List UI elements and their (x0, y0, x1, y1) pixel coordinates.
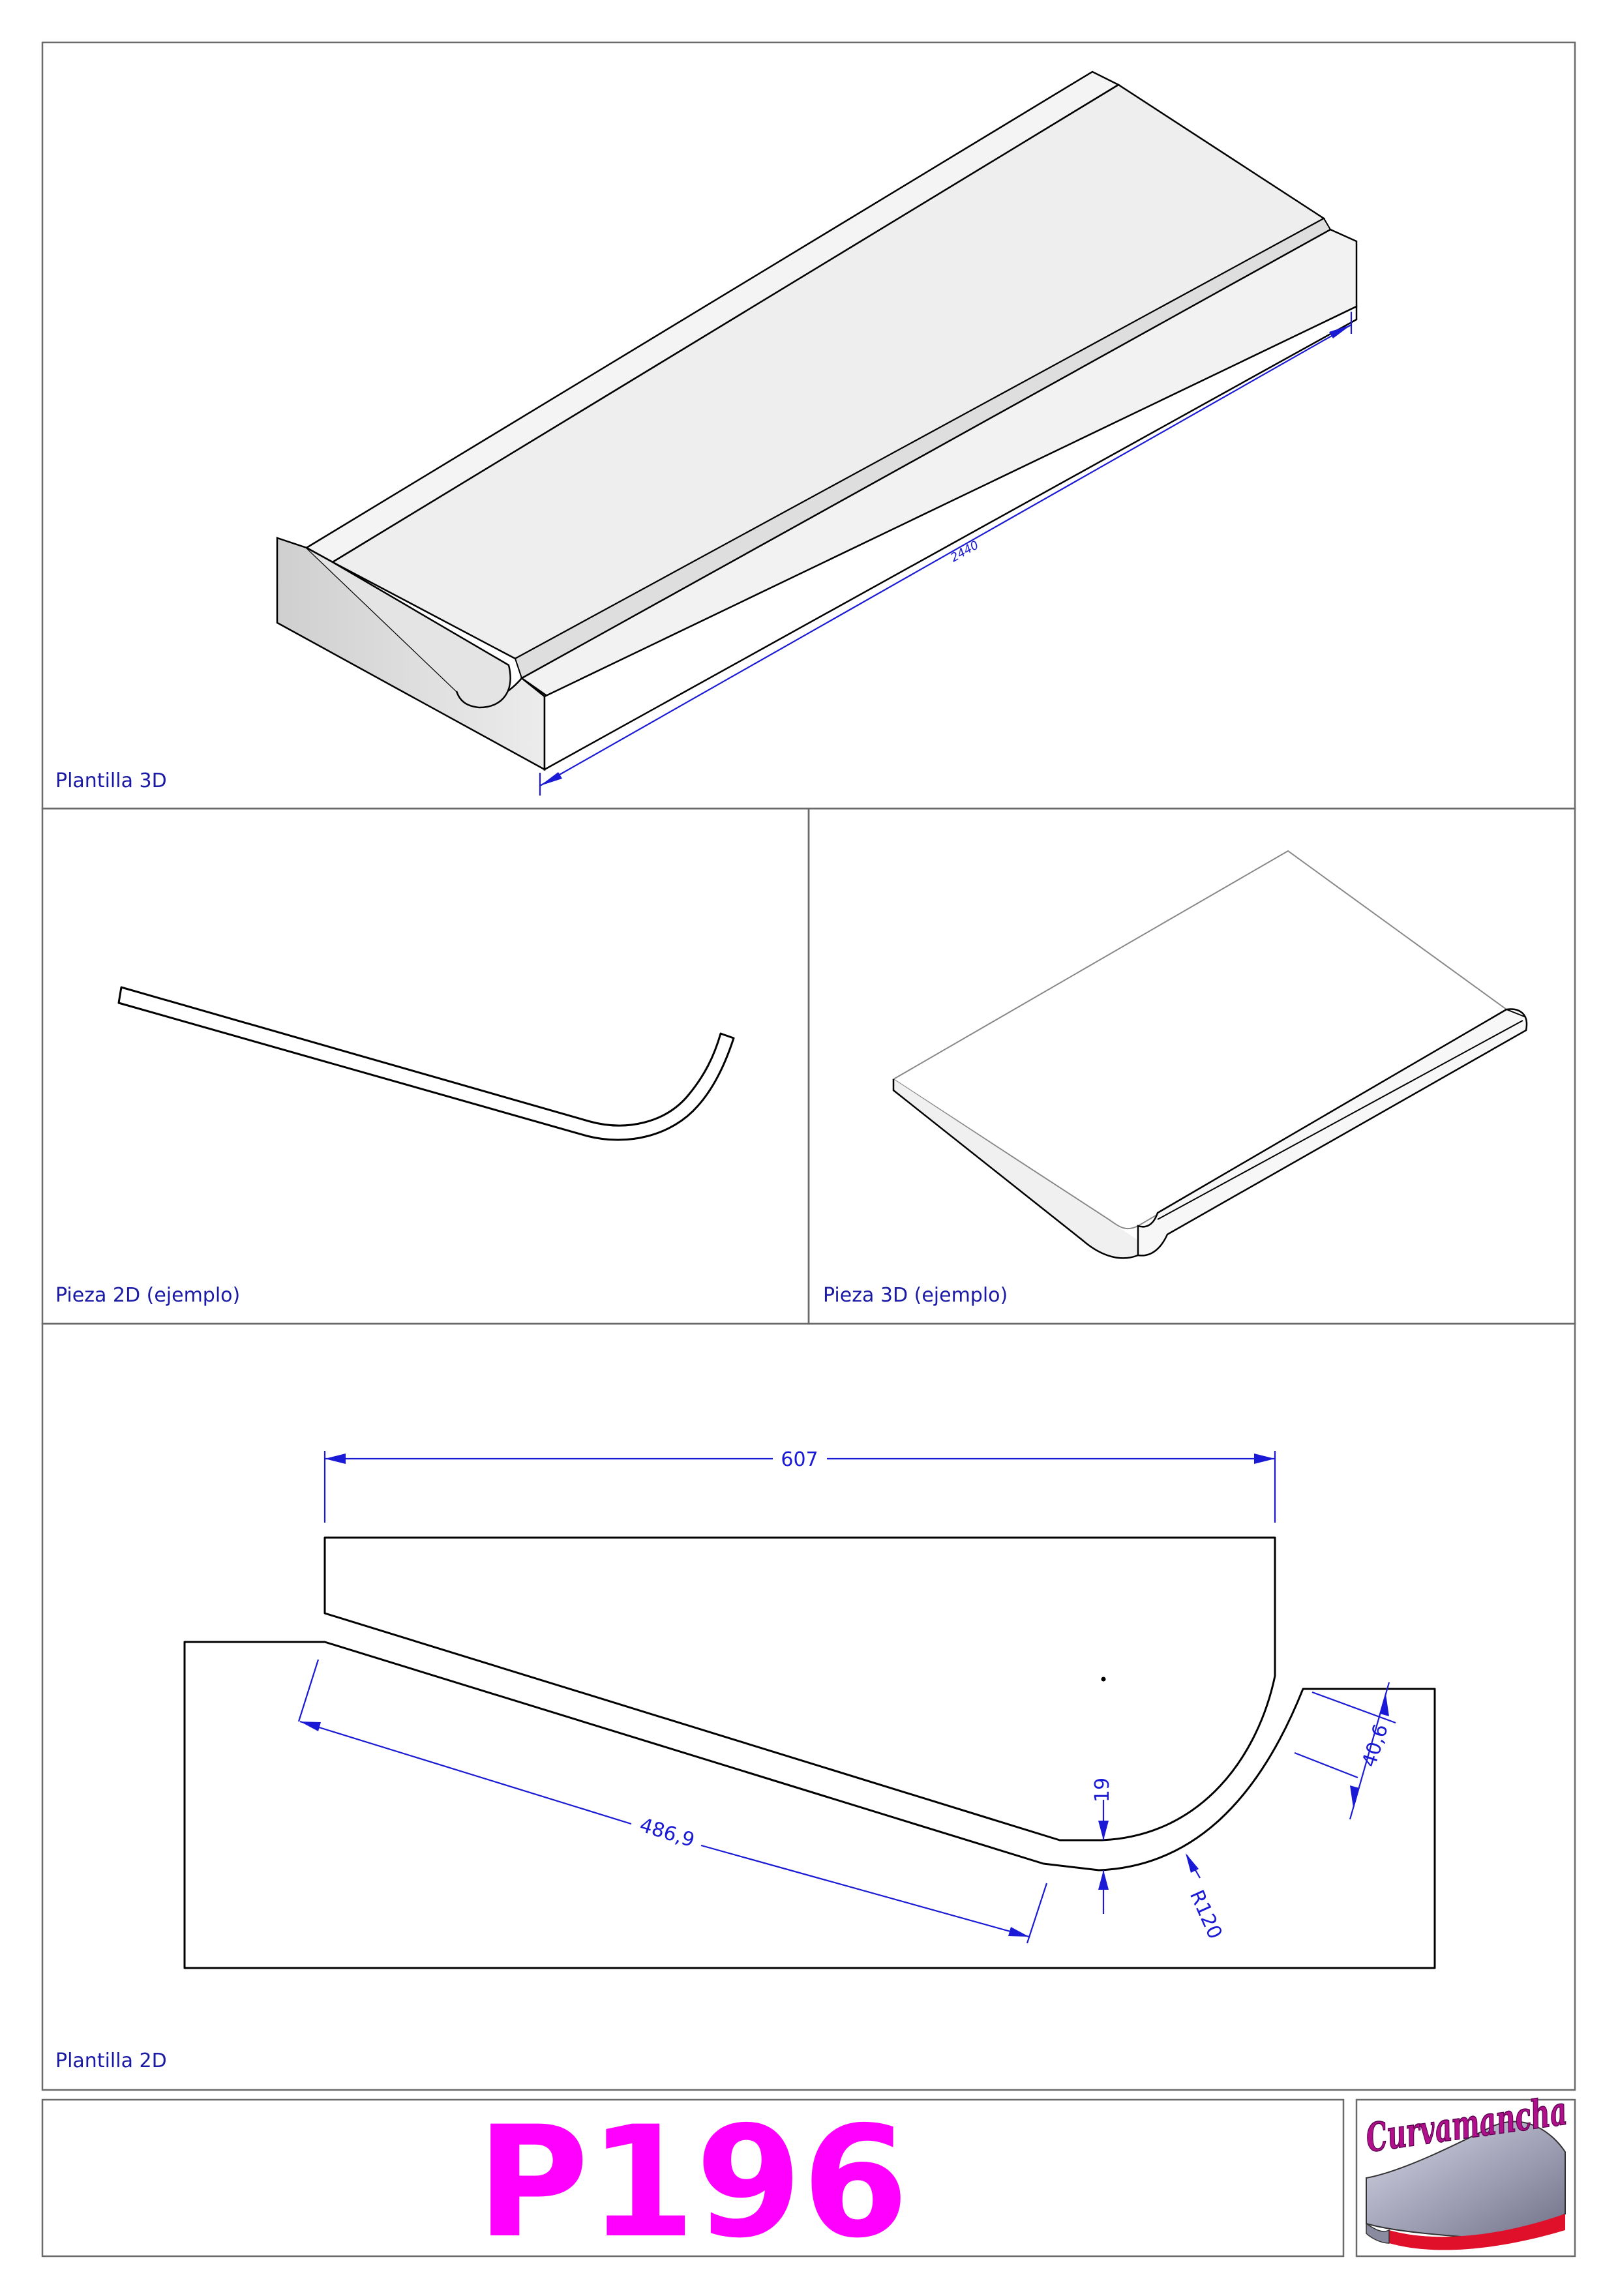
dim-width-607 (323, 1451, 1276, 1523)
dim-thickness-19 (1098, 1800, 1109, 1914)
template-3d-label: Plantilla 3D (55, 769, 167, 792)
dim-radius-r120 (1186, 1853, 1201, 1879)
dim-width-label: 607 (781, 1448, 818, 1471)
panel-frame-piece-2d (41, 807, 810, 1325)
piece-3d-drawing (892, 850, 1528, 1259)
dim-slope-label: 486,9 (637, 1814, 697, 1853)
dim-thickness-label: 19 (1091, 1778, 1114, 1802)
piece-2d-drawing (117, 986, 735, 1141)
template-3d-drawing (276, 70, 1358, 796)
product-code: P196 (477, 2094, 909, 2272)
template-2d-label: Plantilla 2D (55, 2050, 167, 2072)
dim-radius-label: R120 (1185, 1886, 1227, 1943)
dim-slope-486 (297, 1659, 1048, 1944)
template-2d-drawing (183, 1536, 1436, 1969)
dim-lip-label: 40,6 (1358, 1722, 1393, 1770)
piece-2d-label: Pieza 2D (ejemplo) (55, 1284, 240, 1307)
footer-code-frame (41, 2098, 1345, 2258)
dim-lip-40 (1294, 1682, 1396, 1820)
curvamancha-logo: Curvamancha (1363, 2088, 1570, 2250)
piece-3d-label: Pieza 3D (ejemplo) (823, 1284, 1008, 1307)
footer-logo-frame (1355, 2098, 1576, 2258)
panel-frame-template-2d (41, 1322, 1576, 2091)
